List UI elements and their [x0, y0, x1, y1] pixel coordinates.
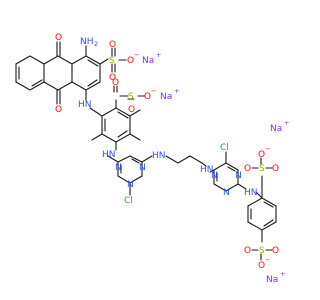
- sulfonate-2-charge: −: [151, 87, 156, 95]
- sulfonate-group-3: [251, 157, 273, 169]
- ethylene-linker: [165, 155, 207, 167]
- atom-labels: O O NH 2 S O O O − Na + HN S O O O − Na …: [55, 33, 289, 285]
- triazine-2-nitrogen-a: N: [211, 171, 218, 181]
- amine-link-1: HN: [78, 100, 92, 110]
- sulfonate-1-oxygen-b: O: [109, 73, 116, 83]
- triazine-2-nitrogen-b: N: [235, 171, 242, 181]
- chlorine-1: Cl: [124, 196, 133, 206]
- amine-label: NH: [80, 37, 94, 47]
- sodium-3: Na: [270, 124, 282, 134]
- amine-link-3: HN: [152, 151, 166, 161]
- triazine-2-nitrogen-c: N: [223, 188, 230, 198]
- chlorine-2: Cl: [220, 143, 229, 153]
- sodium-3-charge: +: [284, 119, 289, 127]
- sulfonate-2-oxygen-c: O: [144, 92, 151, 102]
- sulfonate-2-oxygen-a: O: [112, 78, 119, 88]
- sulfonate-group-2: [113, 85, 146, 100]
- sodium-4: Na: [266, 275, 278, 285]
- sodium-2-charge: +: [174, 87, 179, 95]
- sulfonate-1-oxygen-a: O: [109, 40, 116, 50]
- sodium-4-charge: +: [280, 270, 285, 278]
- sulfonate-3-oxygen-b: O: [272, 164, 279, 174]
- triazine-1-nitrogen-c: N: [127, 180, 134, 190]
- triazine-1-nitrogen-a: N: [115, 163, 122, 173]
- amine-link-4: HN: [200, 165, 214, 175]
- sulfonate-1-charge: −: [134, 51, 139, 59]
- molecule-structure: O O NH 2 S O O O − Na + HN S O O O − Na …: [15, 33, 289, 285]
- sulfonate-2-sulfur: S: [128, 92, 134, 102]
- terminal-benzene-ring: [247, 175, 277, 243]
- sulfonate-3-charge: −: [265, 145, 270, 153]
- sulfonate-3-oxygen-c: O: [258, 150, 265, 160]
- sulfonate-1-sulfur: S: [109, 56, 115, 66]
- triazine-ring-2: [209, 151, 247, 192]
- sulfonate-3-oxygen-a: O: [244, 164, 251, 174]
- triazine-ring-1: [107, 155, 153, 196]
- triazine-1-nitrogen-b: N: [139, 163, 146, 173]
- quinone-oxygen-top: O: [55, 33, 62, 43]
- structure-drawing: O O NH 2 S O O O − Na + HN S O O O − Na …: [15, 33, 289, 285]
- sodium-1-charge: +: [156, 51, 161, 59]
- sulfonate-4-oxygen-c: O: [258, 261, 265, 271]
- sulfonate-3-sulfur: S: [259, 164, 265, 174]
- sulfonate-4-oxygen-b: O: [272, 246, 279, 256]
- sodium-2: Na: [160, 92, 172, 102]
- amine-link-2: HN: [102, 150, 116, 160]
- sodium-1: Na: [142, 56, 154, 66]
- sulfonate-group-1: [111, 47, 127, 73]
- central-benzene-ring: [89, 99, 141, 151]
- sulfonate-group-4: [251, 249, 273, 261]
- anthraquinone-core: [15, 41, 109, 105]
- sulfonate-2-oxygen-b: O: [128, 105, 135, 115]
- sulfonate-4-oxygen-a: O: [244, 246, 251, 256]
- quinone-oxygen-bottom: O: [55, 105, 62, 115]
- sulfonate-4-sulfur: S: [259, 246, 265, 256]
- amine-link-5: HN: [244, 188, 258, 198]
- amine-subscript: 2: [94, 40, 98, 48]
- sulfonate-4-charge: −: [265, 256, 270, 264]
- sulfonate-1-oxygen-c: O: [127, 56, 134, 66]
